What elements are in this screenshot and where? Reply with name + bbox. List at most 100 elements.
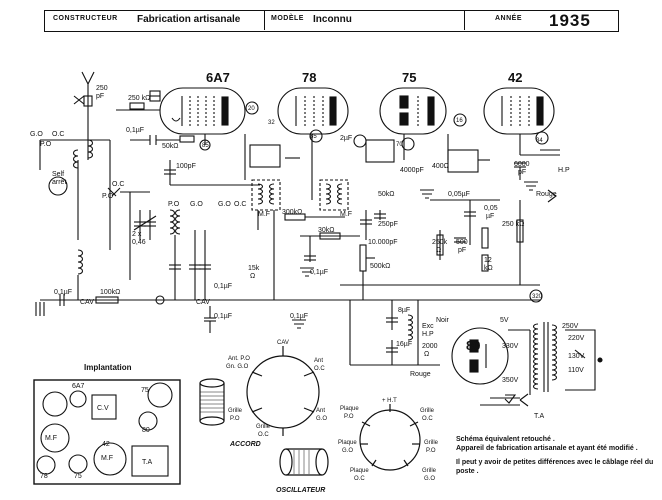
label-5v: 5V xyxy=(500,317,509,324)
accord-label-grille: Grille xyxy=(228,408,243,414)
accord-label-po: P.O xyxy=(230,416,240,422)
label-oc-3: O.C xyxy=(234,201,246,208)
osc-label-oc-2: O.C xyxy=(354,476,365,482)
label-250pf: 250 xyxy=(96,85,108,92)
label-exc: Exc xyxy=(422,323,434,330)
oscillateur-title: OSCILLATEUR xyxy=(276,487,325,494)
ground-symbols xyxy=(35,181,538,329)
tube-label-78: 78 xyxy=(302,70,316,85)
label-250k-c-unit: Ω xyxy=(436,247,441,254)
label-130v: 130V xyxy=(568,353,585,360)
label-go-3: G.O xyxy=(218,201,231,208)
accord-label-go: G.O xyxy=(316,416,327,422)
label-350v: 350V xyxy=(502,377,519,384)
tube-label-75: 75 xyxy=(402,70,416,85)
label-50k-b: 50kΩ xyxy=(378,191,395,198)
osc-label-oc: O.C xyxy=(422,416,433,422)
label-220v: 220V xyxy=(568,335,585,342)
label-30k: 30kΩ xyxy=(318,227,335,234)
label-go: G.O xyxy=(30,131,43,138)
label-oc-2: O.C xyxy=(112,181,124,188)
label-n85: 85 xyxy=(202,143,209,149)
label-01uf-f: 0,1µF xyxy=(214,283,232,290)
accord-label-ant-2: Ant xyxy=(316,408,325,414)
label-oc: O.C xyxy=(52,131,64,138)
label-2000: 2000 xyxy=(422,343,438,350)
osc-label-ht: + H.T xyxy=(382,398,397,404)
label-250v: 250V xyxy=(562,323,579,330)
label-6000pf-unit: pF xyxy=(518,169,526,176)
label-100k: 100kΩ xyxy=(100,289,120,296)
osc-label-plaque-oc: Plaque xyxy=(350,468,369,474)
accord-label-oc-2: O.C xyxy=(258,432,269,438)
note-line-2: Appareil de fabrication artisanale et ay… xyxy=(456,444,638,452)
accord-label-gn-go: Gn. G.O xyxy=(226,364,249,370)
mf-transformer-2 xyxy=(319,179,349,211)
tube-80-envelope xyxy=(451,327,509,385)
label-2uf: 2µF xyxy=(340,135,352,142)
tube-label-80: 80 xyxy=(466,338,480,353)
label-400: 400Ω xyxy=(432,163,449,170)
accord-label-cav: CAV xyxy=(277,340,289,346)
label-100pf: 100pF xyxy=(176,163,196,170)
accord-label-oc: O.C xyxy=(314,366,325,372)
tube-label-6a7: 6A7 xyxy=(206,70,230,85)
impl-label-6a7: 6A7 xyxy=(72,383,85,390)
label-go-2: G.O xyxy=(190,201,203,208)
power-transformer xyxy=(532,323,539,390)
accord-label-ant-po: Ant. P.O xyxy=(228,356,250,362)
label-250k-b: 250 kΩ xyxy=(502,221,524,228)
osc-label-grille-go: Grille xyxy=(422,468,437,474)
label-noir: Noir xyxy=(436,317,450,324)
excitation-coil xyxy=(407,314,414,341)
annee-cell: ANNÉE 1935 xyxy=(465,11,617,30)
label-4000pf: 4000pF xyxy=(400,167,424,174)
label-n34: 34 xyxy=(536,138,543,144)
label-250pf-unit: pF xyxy=(96,93,104,100)
label-005uf: 0,05µF xyxy=(448,191,470,198)
osc-label-plaque-go: Plaque xyxy=(338,440,357,446)
label-50k-a: 50kΩ xyxy=(162,143,179,150)
label-ta: T.A xyxy=(534,413,544,420)
label-300k: 300kΩ xyxy=(282,209,302,216)
schematic-notes: Schéma équivalent retouché . Appareil de… xyxy=(456,436,656,482)
implantation-diagram: Implantation 6A7 C.V 75 M.F 80 M.F 42 T.… xyxy=(33,363,181,485)
osc-label-plaque-po: Plaque xyxy=(340,406,359,412)
label-mf2: M.F xyxy=(340,211,352,218)
label-n16: 16 xyxy=(456,118,463,124)
impl-label-78: 78 xyxy=(40,473,48,480)
label-n20: 20 xyxy=(248,106,255,112)
label-01uf-c: 0,1µF xyxy=(54,289,72,296)
annee-label: ANNÉE xyxy=(495,15,523,22)
note-line-1: Schéma équivalent retouché . xyxy=(456,436,555,443)
label-n320: 320 xyxy=(532,294,543,300)
label-cav2: CAV xyxy=(196,299,210,306)
impl-label-75b: 75 xyxy=(74,473,82,480)
label-2000-unit: Ω xyxy=(424,351,429,358)
impl-label-42: 42 xyxy=(102,441,110,448)
osc-label-po: P.O xyxy=(344,414,354,420)
label-n70: 70 xyxy=(396,142,403,148)
label-500k: 500kΩ xyxy=(370,263,390,270)
label-250k: 250 kΩ xyxy=(128,95,150,102)
tube-42-envelope xyxy=(483,87,555,135)
resistor-250k xyxy=(129,102,145,110)
label-6000pf: 6000 xyxy=(514,161,530,168)
tube-label-42: 42 xyxy=(508,70,522,85)
label-hp: H.P xyxy=(558,167,570,174)
modele-cell: MODÈLE Inconnu xyxy=(265,11,465,30)
label-12-unit: kΩ xyxy=(484,265,493,272)
impl-label-mf-1: M.F xyxy=(45,435,57,442)
label-po-3: P.O xyxy=(168,201,180,208)
label-250pf-b: 250pF xyxy=(378,221,398,228)
antenna-symbol xyxy=(81,71,95,124)
label-250k-c: 250k xyxy=(432,239,448,246)
constructeur-value: Fabrication artisanale xyxy=(137,14,241,25)
label-po-2: P.O xyxy=(102,193,114,200)
osc-label-grille-po: Grille xyxy=(424,440,439,446)
label-15k-unit: Ω xyxy=(250,273,255,280)
label-16uf: 16µF xyxy=(396,341,412,348)
note-line-3: Il peut y avoir de petites différences a… xyxy=(456,459,654,475)
accord-socket xyxy=(246,346,320,436)
